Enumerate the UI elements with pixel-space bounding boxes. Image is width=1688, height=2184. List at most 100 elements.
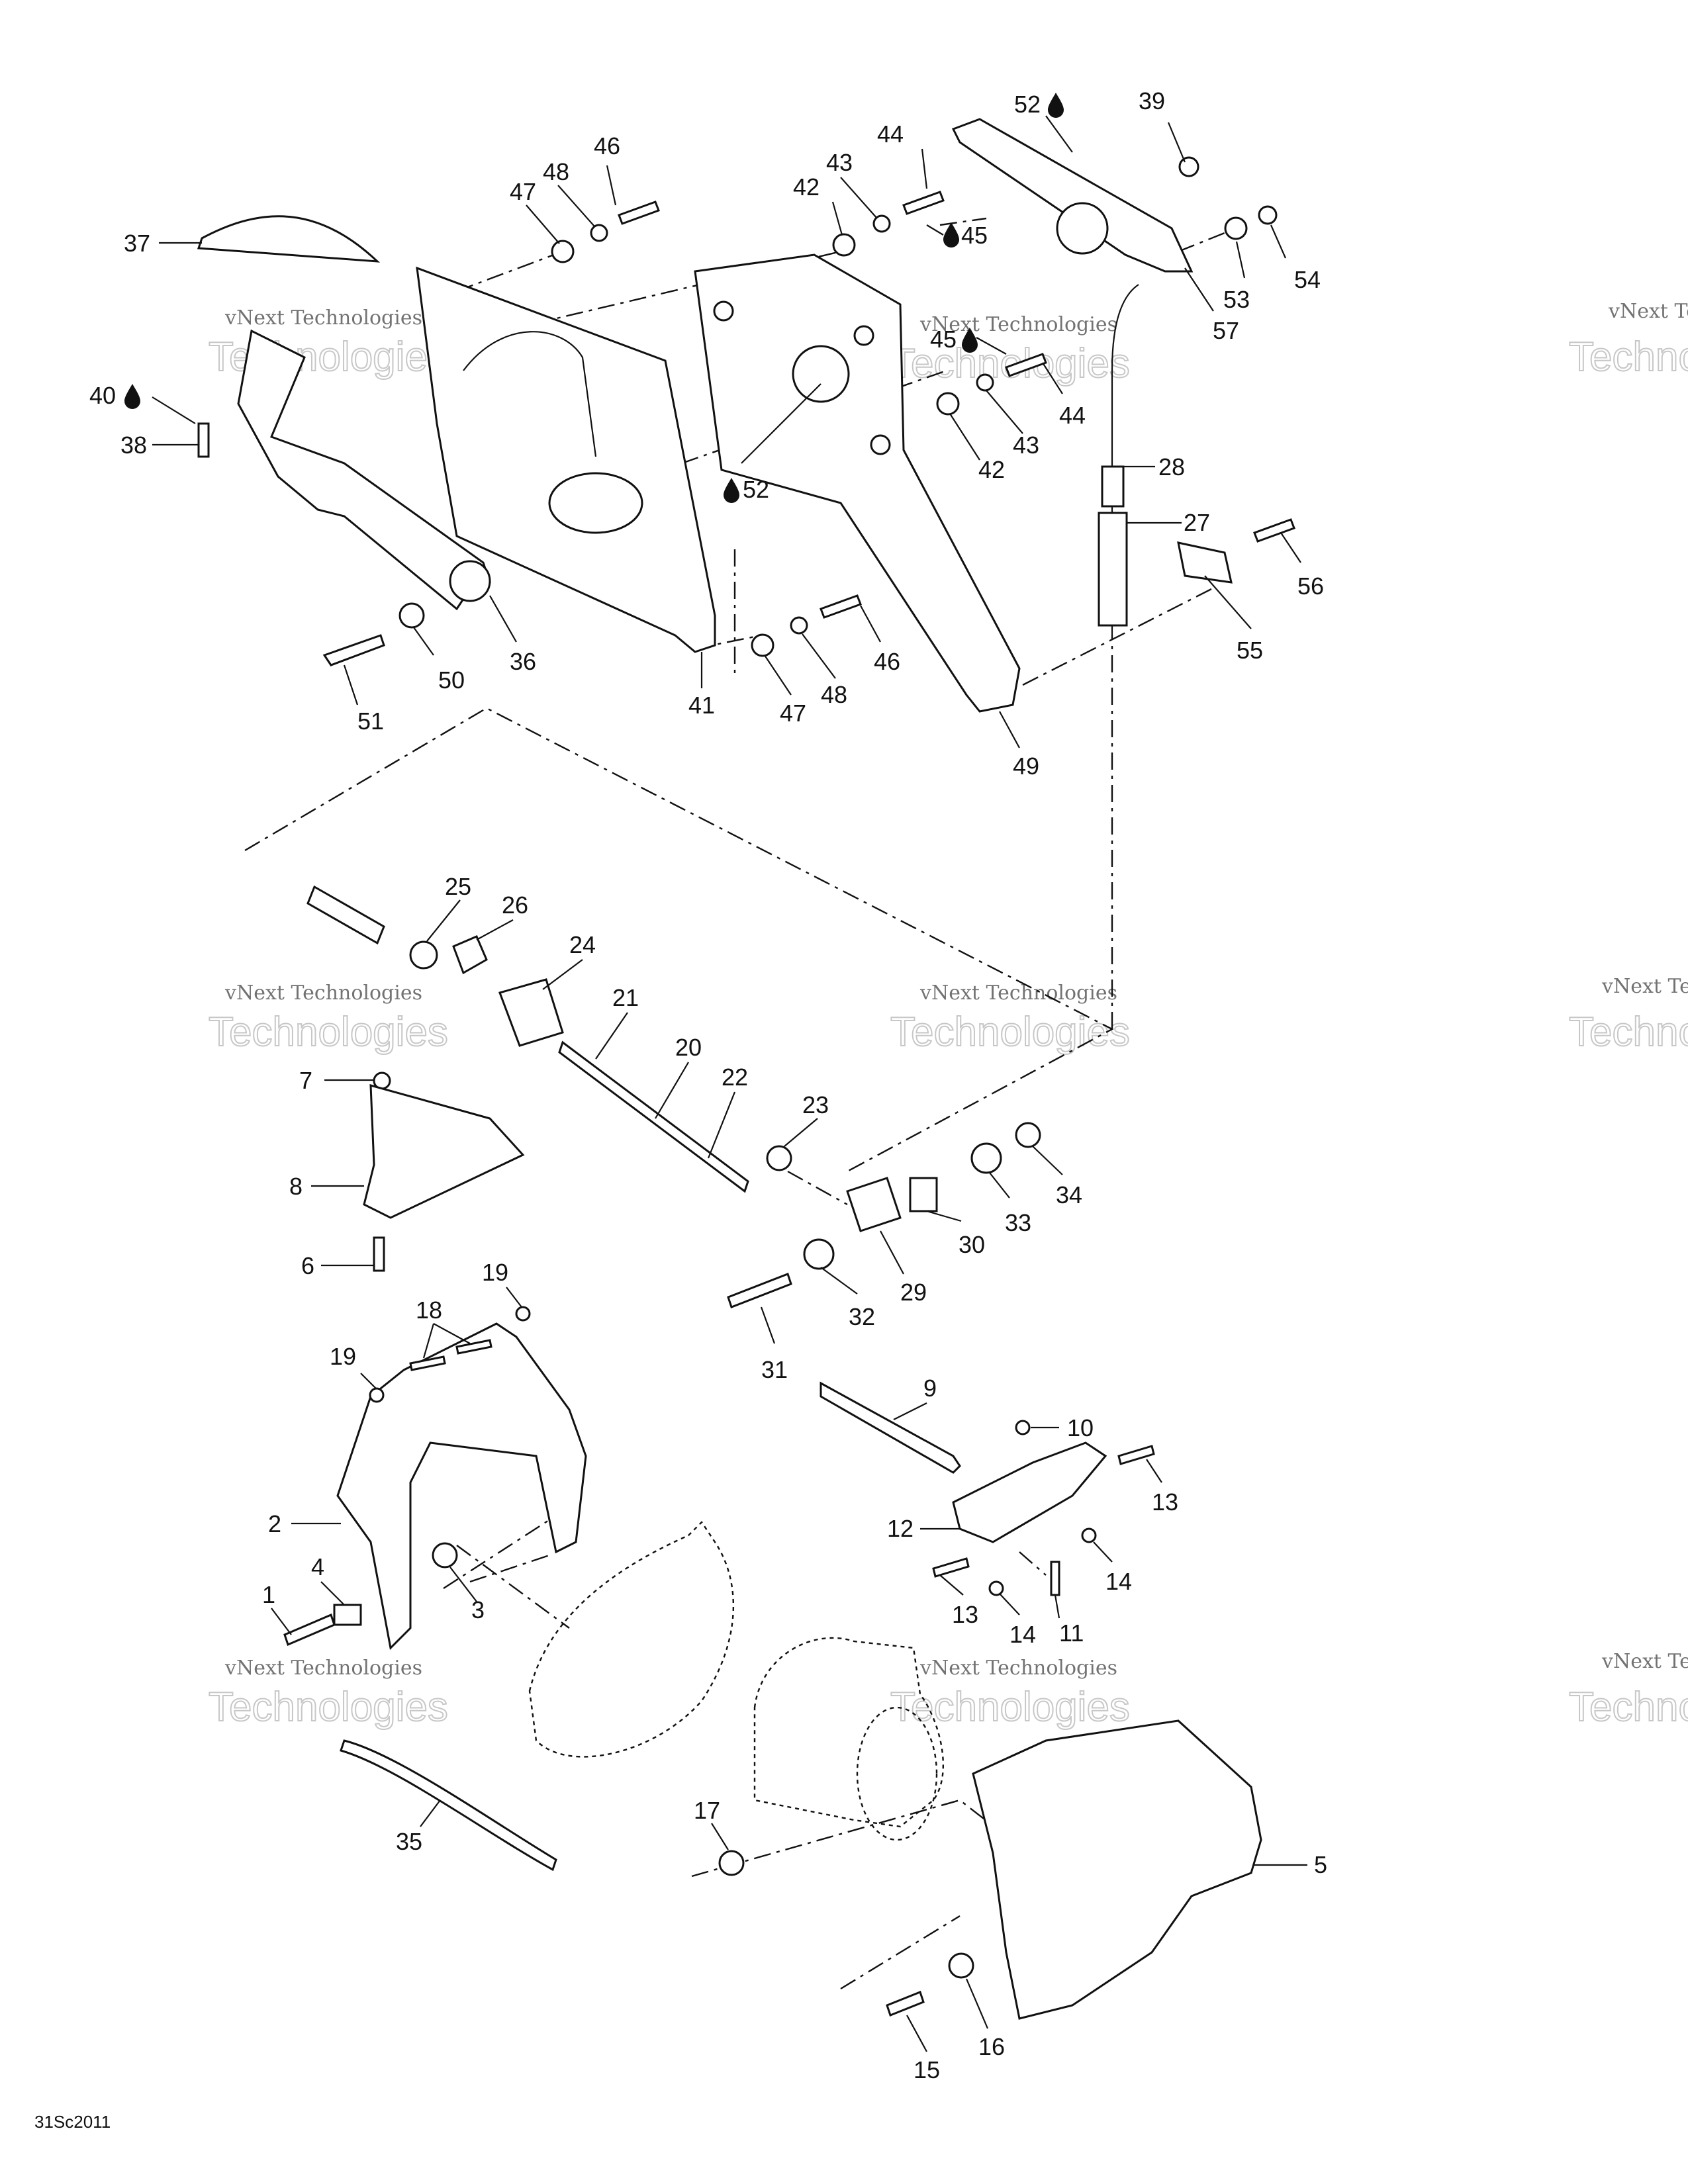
part-49-grommet bbox=[713, 300, 734, 322]
callout-label: 5 bbox=[1314, 1851, 1327, 1878]
callout-label: 34 bbox=[1056, 1181, 1082, 1208]
assembly-lines bbox=[244, 217, 1229, 1990]
part-26-clip bbox=[452, 935, 488, 975]
callout-label: 53 bbox=[1223, 286, 1250, 313]
parts bbox=[197, 118, 1295, 2020]
part-44-screw bbox=[902, 191, 945, 215]
part-41-muffler-box bbox=[416, 266, 716, 653]
watermark-text: Technologies bbox=[209, 1009, 448, 1055]
callout-label: 13 bbox=[952, 1601, 978, 1628]
part-14-nut-b bbox=[988, 1580, 1004, 1596]
part-57-lever bbox=[951, 118, 1194, 273]
callout-label: 8 bbox=[289, 1173, 303, 1200]
callout-label: 30 bbox=[959, 1231, 985, 1258]
callout-label: 22 bbox=[722, 1064, 748, 1091]
callout-label: 55 bbox=[1237, 637, 1263, 664]
oil-drop-icon bbox=[124, 384, 140, 409]
part-32-washer bbox=[803, 1238, 835, 1270]
callout-label: 41 bbox=[688, 692, 715, 719]
part-48-lockwasher-b bbox=[790, 616, 808, 635]
part-55-cover-plate bbox=[1177, 541, 1233, 584]
callout-label: 35 bbox=[396, 1828, 422, 1855]
watermark-text: vNext Technologies bbox=[919, 981, 1117, 1005]
part-43-washer-b bbox=[976, 373, 994, 392]
oil-drop-icon bbox=[724, 478, 739, 503]
part-34-nut bbox=[1015, 1122, 1041, 1148]
part-ghost-housing bbox=[753, 1637, 945, 1828]
watermark-text: vNext Technologies bbox=[1601, 975, 1688, 998]
callout-label: 29 bbox=[900, 1279, 927, 1306]
part-1-bolt bbox=[283, 1613, 336, 1647]
callout-label: 47 bbox=[780, 700, 806, 727]
watermark-text: Technologies bbox=[890, 1009, 1130, 1055]
callout-label: 43 bbox=[1013, 432, 1039, 459]
oil-drop-icon bbox=[962, 328, 978, 353]
part-6-screw bbox=[373, 1236, 385, 1272]
oil-drop-icon bbox=[1048, 93, 1064, 118]
part-37-cover bbox=[197, 215, 381, 263]
callout-label: 33 bbox=[1005, 1209, 1031, 1236]
callout-label: 11 bbox=[1059, 1619, 1084, 1647]
callout-label: 16 bbox=[978, 2033, 1005, 2060]
callout-label: 31 bbox=[761, 1356, 788, 1383]
part-38-screw bbox=[197, 422, 210, 458]
part-13-screw bbox=[1117, 1445, 1155, 1465]
part-25-ring bbox=[409, 940, 438, 970]
callout-label: 44 bbox=[877, 120, 904, 148]
part-27-cable-adjuster bbox=[1098, 512, 1128, 627]
watermark-text: vNext Technologies bbox=[224, 981, 422, 1005]
callout-label: 51 bbox=[357, 707, 384, 735]
watermark-text: Technologies bbox=[209, 1684, 448, 1730]
leader-lines bbox=[152, 115, 1307, 2052]
callout-label: 7 bbox=[299, 1067, 312, 1094]
callout-label: 40 bbox=[89, 382, 116, 409]
diagram-code: 31Sc2011 bbox=[34, 2112, 111, 2132]
part-15-bolt bbox=[886, 1991, 925, 2017]
watermark-text: Technologies bbox=[890, 1684, 1130, 1730]
part-13-screw-b bbox=[932, 1557, 970, 1578]
callout-label: 46 bbox=[874, 648, 900, 675]
callout-label: 28 bbox=[1158, 453, 1185, 480]
part-39-nut bbox=[1178, 156, 1199, 177]
part-24-fitting bbox=[498, 978, 564, 1047]
callout-label: 57 bbox=[1213, 317, 1239, 344]
part-53-washer bbox=[1224, 216, 1248, 240]
callout-label: 18 bbox=[416, 1297, 442, 1324]
callout-label: 15 bbox=[914, 2056, 940, 2083]
part-5-guard bbox=[972, 1719, 1262, 2020]
part-19-nut bbox=[515, 1306, 531, 1322]
oil-drop-icon bbox=[943, 222, 959, 248]
callout-label: 14 bbox=[1105, 1568, 1132, 1595]
watermark-text: vNext Technologies bbox=[919, 313, 1117, 336]
callout-label: 54 bbox=[1294, 266, 1321, 293]
callout-label: 44 bbox=[1059, 402, 1086, 429]
part-52-bushing-top bbox=[1056, 202, 1109, 255]
part-17-nut bbox=[718, 1850, 745, 1876]
part-48-lockwasher bbox=[590, 224, 608, 242]
watermark-text: vNext Technologies bbox=[224, 306, 422, 330]
callout-label: 42 bbox=[978, 456, 1005, 483]
callout-label: 49 bbox=[1013, 752, 1039, 780]
watermark-text: vNext Technologies bbox=[1601, 1650, 1688, 1673]
callout-label: 2 bbox=[268, 1510, 281, 1537]
callout-labels: 52 39 44 43 42 46 48 47 45 54 53 57 37 4… bbox=[89, 87, 1327, 2083]
callout-label: 6 bbox=[301, 1252, 314, 1279]
callout-label: 52 bbox=[743, 476, 769, 503]
part-29-tee bbox=[846, 1177, 902, 1232]
callout-label: 56 bbox=[1297, 572, 1324, 600]
part-28-cable-end bbox=[1101, 465, 1125, 508]
part-3-bushing bbox=[432, 1542, 458, 1569]
part-43-washer bbox=[872, 214, 891, 233]
part-46-screw-b bbox=[820, 594, 862, 619]
callout-label: 1 bbox=[262, 1581, 275, 1608]
part-ghost-band bbox=[528, 1521, 735, 1758]
part-11-screw bbox=[1050, 1561, 1060, 1596]
part-49-grommet bbox=[870, 434, 891, 455]
part-47-washer bbox=[551, 240, 575, 263]
part-31-bolt bbox=[727, 1273, 792, 1308]
watermark-text: Technologies bbox=[1569, 1009, 1688, 1055]
part-41-outlet bbox=[548, 472, 643, 534]
callout-label: 42 bbox=[793, 173, 820, 201]
part-51-bolt bbox=[322, 634, 385, 666]
